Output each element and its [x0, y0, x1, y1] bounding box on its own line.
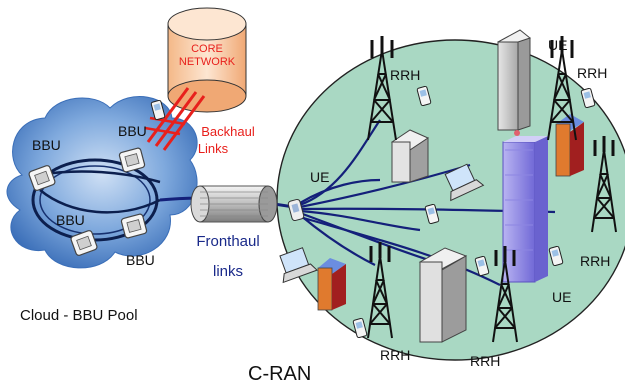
rrh-label: RRH	[380, 347, 410, 363]
cran-caption: C-RAN	[248, 363, 311, 385]
bbu-unit	[118, 147, 146, 173]
rrh-tower-icon	[367, 36, 397, 141]
backhaul-links	[144, 87, 206, 151]
core-network-label-line2: NETWORK	[179, 56, 236, 68]
core-network-label-line1: CORE	[191, 43, 223, 55]
mobile-phone-icon	[548, 245, 564, 267]
fronthaul-label-line1: Fronthaul	[196, 233, 259, 250]
building-skyscraper-blue	[502, 130, 548, 283]
bbu-unit	[28, 165, 56, 191]
rrh-tower-icon	[591, 136, 617, 233]
building-small-grey	[390, 129, 430, 183]
rrh-label: RRH	[470, 353, 500, 369]
rrh-tower-icon	[367, 242, 393, 339]
bbu-label: BBU	[56, 212, 85, 228]
mobile-phone-icon	[474, 255, 490, 277]
building-tall-grey	[497, 29, 531, 131]
laptop-device	[279, 247, 318, 284]
building-colored-left	[317, 258, 346, 311]
bbu-label: BBU	[126, 252, 155, 268]
fronthaul-label-line2: links	[213, 263, 243, 280]
ue-label: UE	[552, 289, 571, 305]
rrh-tower-icon	[547, 36, 577, 141]
mobile-phone-icon	[352, 317, 368, 339]
ue-label: UE	[548, 37, 567, 53]
aggregation-switch	[287, 198, 305, 222]
mobile-phone-icon	[416, 85, 432, 107]
rrh-label: RRH	[580, 253, 610, 269]
fronthaul-cable-bundle	[190, 185, 278, 223]
mobile-phone-icon	[150, 99, 166, 121]
rrh-label: RRH	[577, 65, 607, 81]
rrh-tower-icon	[492, 246, 518, 343]
rrh-label: RRH	[390, 67, 420, 83]
pool-caption: Cloud - BBU Pool	[20, 307, 138, 324]
bbu-unit	[120, 213, 148, 239]
bbu-label: BBU	[32, 137, 61, 153]
mobile-phone-icon	[424, 203, 440, 225]
backhaul-label-line2: Links	[198, 141, 229, 156]
building-mid-grey	[418, 247, 468, 343]
building-colored-right	[555, 114, 584, 177]
bbu-label: BBU	[118, 123, 147, 139]
ue-label: UE	[310, 169, 329, 185]
backhaul-label-line1: Backhaul	[201, 124, 255, 139]
mobile-phone-icon	[580, 87, 596, 109]
bbu-unit	[70, 230, 98, 256]
laptop-device	[444, 163, 485, 202]
fronthaul-fibers	[159, 119, 556, 286]
